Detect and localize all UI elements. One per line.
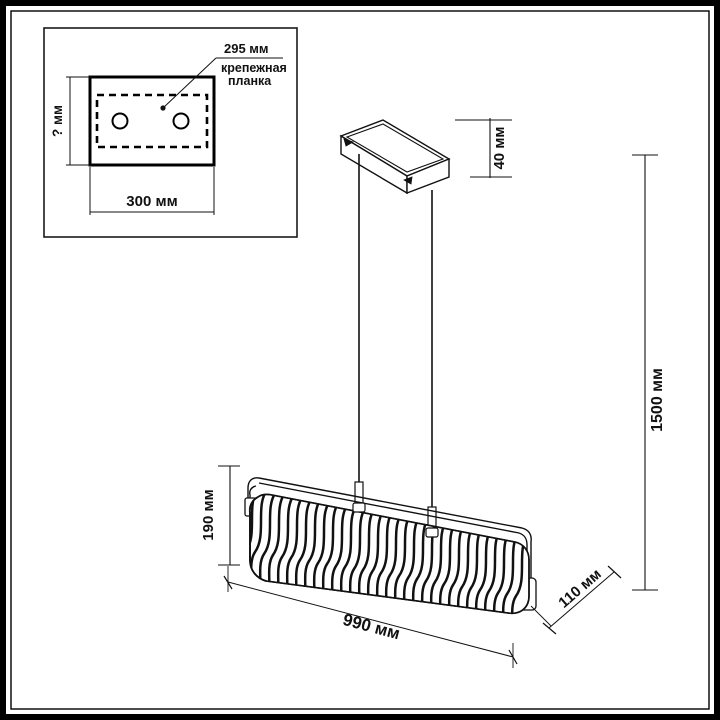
inner-frame-border bbox=[10, 10, 710, 710]
detail-callout-label-line2: планка bbox=[228, 74, 272, 88]
bracket-frame-top-rail bbox=[258, 482, 520, 534]
bracket-frame-left-arm bbox=[247, 477, 260, 505]
canopy-inner-recess bbox=[345, 123, 445, 173]
body-depth-dim-line bbox=[548, 571, 615, 629]
total-drop-dimension-label: 1500 мм bbox=[649, 368, 666, 432]
cable-mount-collar-left bbox=[352, 502, 366, 513]
diffuser-flute-ribs bbox=[249, 494, 530, 614]
body-height-dimension-label: 190 мм bbox=[200, 489, 217, 540]
bracket-frame-top-rail-2 bbox=[258, 477, 523, 529]
body-depth-leader bbox=[530, 605, 552, 627]
cable-mount-collar-right bbox=[425, 527, 439, 538]
mounting-plate-outline bbox=[88, 75, 216, 167]
mounting-plate-inner-dashed bbox=[95, 93, 209, 149]
diffuser-left-endcap bbox=[248, 496, 267, 582]
mounting-hole-right bbox=[172, 112, 190, 130]
canopy-notch-left bbox=[343, 138, 354, 147]
canopy-height-dimension-label: 40 мм bbox=[491, 126, 508, 169]
body-depth-tick-far bbox=[607, 565, 622, 579]
detail-width-dimension-label: 300 мм bbox=[126, 193, 177, 210]
canopy-right-face bbox=[406, 157, 450, 195]
bracket-frame-right-arm bbox=[521, 527, 532, 594]
callout-leader-line bbox=[162, 57, 217, 109]
detail-callout-dimension: 295 мм bbox=[224, 41, 269, 56]
bracket-frame-right-arm-2 bbox=[518, 532, 528, 594]
detail-callout-label-line1: крепежная bbox=[221, 61, 287, 75]
bracket-frame-rear bbox=[249, 485, 257, 508]
mounting-hole-left bbox=[111, 112, 129, 130]
body-length-dim-line bbox=[227, 581, 514, 658]
body-depth-tick-near bbox=[542, 622, 557, 635]
canopy-notch-right bbox=[403, 176, 413, 185]
detail-height-dimension-label: ? мм bbox=[50, 105, 65, 137]
